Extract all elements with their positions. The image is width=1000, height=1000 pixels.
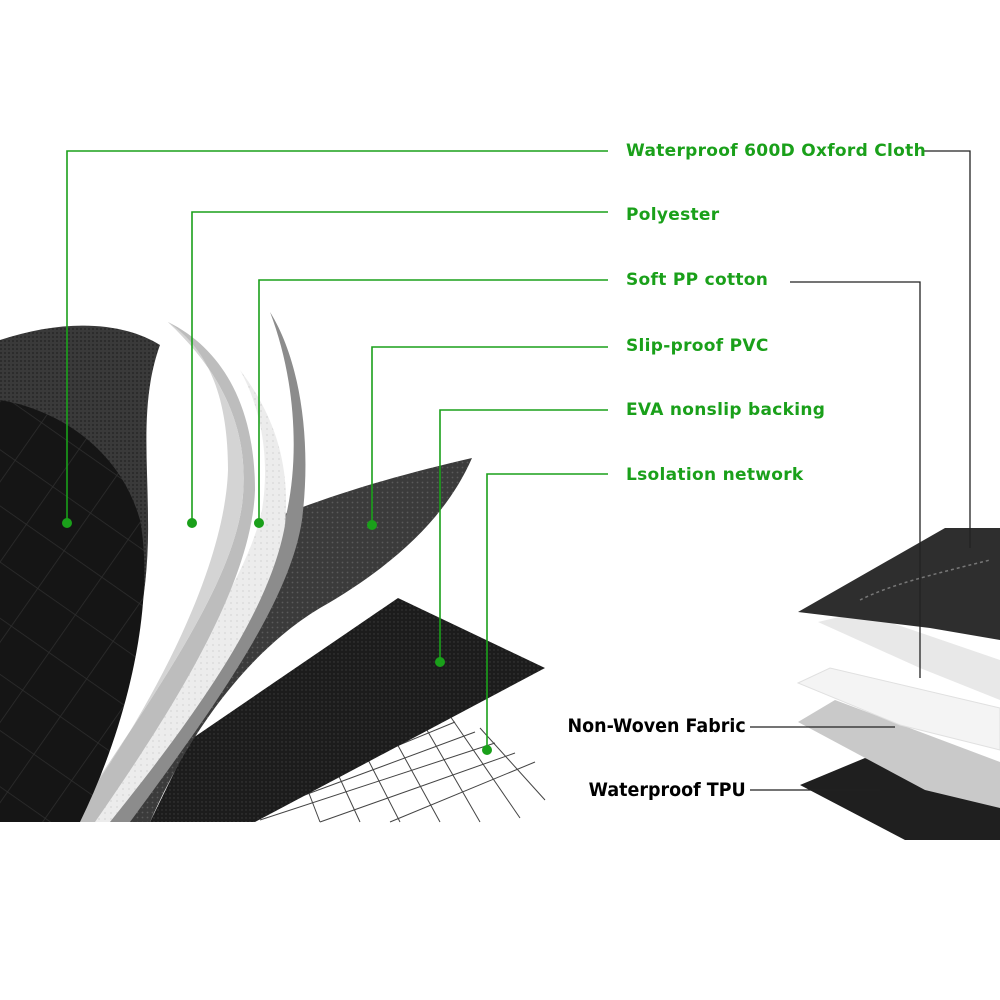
pp-cotton-sheet (80, 370, 287, 822)
leader-polyester (191, 211, 608, 523)
white-sheet-right (796, 667, 1000, 751)
pvc-sheet (105, 458, 472, 822)
isolation-grid-sheet (250, 709, 546, 823)
connector-pp-cotton (790, 281, 921, 678)
callout-dots (62, 518, 492, 755)
label-pp-cotton: Soft PP cotton (626, 270, 769, 290)
label-polyester: Polyester (626, 205, 720, 225)
right-layer-stack (796, 528, 1000, 840)
leader-eva (439, 409, 608, 662)
dot-oxford (62, 518, 72, 528)
eva-backing-sheet (150, 598, 545, 822)
dot-grid (482, 745, 492, 755)
label-isolation-network: Lsolation network (626, 465, 804, 485)
leader-pvc (371, 346, 608, 525)
grey-sheet-right (818, 612, 1000, 700)
tpu-sheet (800, 758, 1000, 840)
label-eva: EVA nonslip backing (626, 400, 826, 420)
dot-pp-cotton (254, 518, 264, 528)
label-oxford-cloth: Waterproof 600D Oxford Cloth (626, 141, 926, 161)
leader-pp-cotton (258, 279, 608, 523)
leader-grid (486, 473, 608, 750)
dot-pvc (367, 520, 377, 530)
dot-eva (435, 657, 445, 667)
black-connector-lines (750, 150, 971, 791)
label-pvc: Slip-proof PVC (626, 336, 769, 356)
left-layer-stack (0, 312, 546, 823)
label-waterproof-tpu: Waterproof TPU (588, 779, 746, 801)
green-callout-lines (66, 150, 608, 750)
connector-oxford (922, 150, 971, 548)
leader-oxford (66, 150, 608, 523)
dot-polyester (187, 518, 197, 528)
grey-edge-sheet (95, 312, 306, 822)
label-non-woven-fabric: Non-Woven Fabric (567, 715, 746, 737)
